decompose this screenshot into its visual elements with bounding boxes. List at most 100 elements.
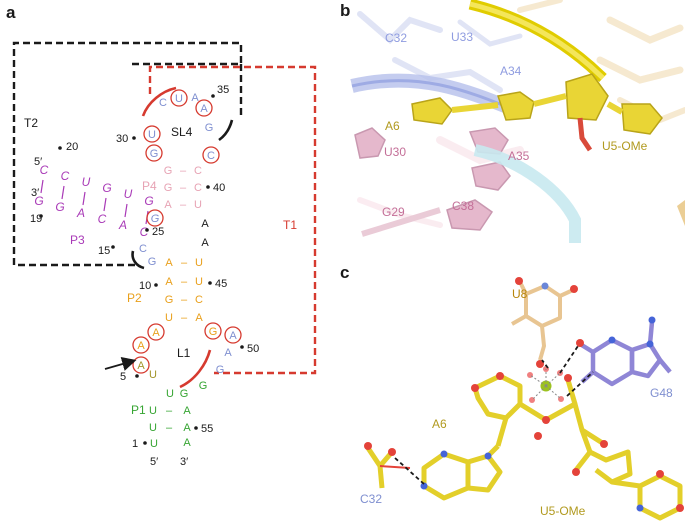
structure-render-c: U8 G48 <box>360 277 684 521</box>
nt-number-45: 45 <box>215 278 227 290</box>
p2-nt-r3: C <box>195 294 203 306</box>
end-5prime: 5′ <box>150 456 158 468</box>
p4-nt-l2: G <box>164 182 173 194</box>
p4-nt-r3: U <box>194 199 202 211</box>
panel-label-c: c <box>340 263 349 282</box>
p1-nt-r2: A <box>183 405 191 417</box>
nt-number-50: 50 <box>247 343 259 355</box>
t1-dashed-line <box>148 65 317 375</box>
b-label-u33: U33 <box>451 30 473 44</box>
p3-bot-6: C <box>140 225 149 239</box>
sl4-nt-1: C <box>159 97 167 109</box>
c-label-g48: G48 <box>650 386 673 400</box>
t1-contact-arc-top <box>141 86 177 117</box>
p3-label: P3 <box>70 233 85 247</box>
l1-label: L1 <box>177 346 191 360</box>
p2-nt-l1: A <box>165 257 173 269</box>
p2-dash-1: – <box>181 257 188 269</box>
nt-number-35: 35 <box>217 84 229 96</box>
sl4-nt-5: G <box>205 122 214 134</box>
p1-dash-2: – <box>166 422 173 434</box>
p4-dash-3: – <box>180 199 187 211</box>
sl4-nt-2: U <box>175 93 183 105</box>
p1-dash-1: – <box>166 405 173 417</box>
p3-top-4: G <box>102 181 111 195</box>
p2-dash-3: – <box>181 294 188 306</box>
l1-nt-a5: A <box>224 347 232 359</box>
p3-top-5: U <box>124 187 133 201</box>
panel-label-a: a <box>6 3 16 22</box>
t2-label: T2 <box>24 116 38 130</box>
p1-nt-l2: U <box>149 405 157 417</box>
t1-contact-arc-bottom <box>179 349 212 389</box>
nt-number-40: 40 <box>213 182 225 194</box>
t2-dashed-line <box>12 41 243 267</box>
p3-5prime: 5′ <box>34 156 42 168</box>
p4-label: P4 <box>142 179 157 193</box>
p1-nt-l3: U <box>149 422 157 434</box>
p1-nt-r4: A <box>183 437 191 449</box>
p2-dash-4: – <box>181 312 188 324</box>
l1-nt-a2: A <box>137 340 145 352</box>
sl4-nt-7: U <box>148 129 156 141</box>
b-label-c32: C32 <box>385 31 407 45</box>
end-3prime: 3′ <box>180 456 188 468</box>
p4-nt-r1: C <box>194 165 202 177</box>
c-label-c32: C32 <box>360 492 382 506</box>
l1-nt-a3: A <box>137 360 145 372</box>
c-label-u5: U5-OMe <box>540 504 586 518</box>
nt-number-30: 30 <box>116 133 128 145</box>
p2-nt-r4: A <box>195 312 203 324</box>
p3-bot-2: G <box>55 200 64 214</box>
sl4-label: SL4 <box>171 125 193 139</box>
p2-label: P2 <box>127 291 142 305</box>
p4-nt-l1: G <box>164 165 173 177</box>
t2-contact-arc <box>131 250 145 270</box>
panel-label-b: b <box>340 1 350 20</box>
nt-number-55: 55 <box>201 423 213 435</box>
p2-nt-l3: G <box>165 294 174 306</box>
svg-text:G: G <box>151 213 160 225</box>
p2-nt-l2: A <box>165 276 173 288</box>
nt-number-10: 10 <box>139 280 151 292</box>
nt-number-25: 25 <box>152 226 164 238</box>
b-label-a35: A35 <box>508 149 530 163</box>
svg-text:G: G <box>180 388 189 400</box>
p3-top-6: G <box>144 194 153 208</box>
p3-3prime: 3′ <box>31 187 39 199</box>
nt-number-1: 1 <box>132 438 138 450</box>
b-label-a34: A34 <box>500 64 522 78</box>
j-g: G <box>148 256 157 268</box>
sl4-nt-6: C <box>207 150 215 162</box>
p3-bot-1: G <box>34 194 43 208</box>
b-label-u5: U5-OMe <box>602 139 648 153</box>
p1-nt-l1: U <box>166 388 174 400</box>
l1-nt-g2: G <box>216 364 225 376</box>
p1-nt-r1: G <box>199 380 208 392</box>
sl4-nt-3: A <box>191 92 199 104</box>
c-label-u8: U8 <box>512 287 528 301</box>
l1-nt-g1: G <box>209 326 218 338</box>
p3-bot-5: A <box>118 218 127 232</box>
p4-nt-l3: A <box>164 199 172 211</box>
nt-number-19: 19 <box>30 213 42 225</box>
nt-number-5: 5 <box>120 371 126 383</box>
l1-nt-a1: A <box>152 327 160 339</box>
p3-top-3: U <box>82 175 91 189</box>
b-label-c38: C38 <box>452 199 474 213</box>
j-c: C <box>139 243 147 255</box>
c-label-a6: A6 <box>432 417 447 431</box>
sl4-nt-4: A <box>200 103 208 115</box>
b-label-g29: G29 <box>382 205 405 219</box>
p2-nt-l4: U <box>165 312 173 324</box>
p4-dash-1: – <box>180 165 187 177</box>
p2-nt-r2: U <box>195 276 203 288</box>
t2-contact-arc-top <box>218 119 234 142</box>
p4-dash-2: – <box>180 182 187 194</box>
l1-nt-a4: A <box>229 330 237 342</box>
j-a-1: A <box>201 218 209 230</box>
p3-top-1: C <box>40 163 49 177</box>
nt-number-15: 15 <box>98 245 110 257</box>
